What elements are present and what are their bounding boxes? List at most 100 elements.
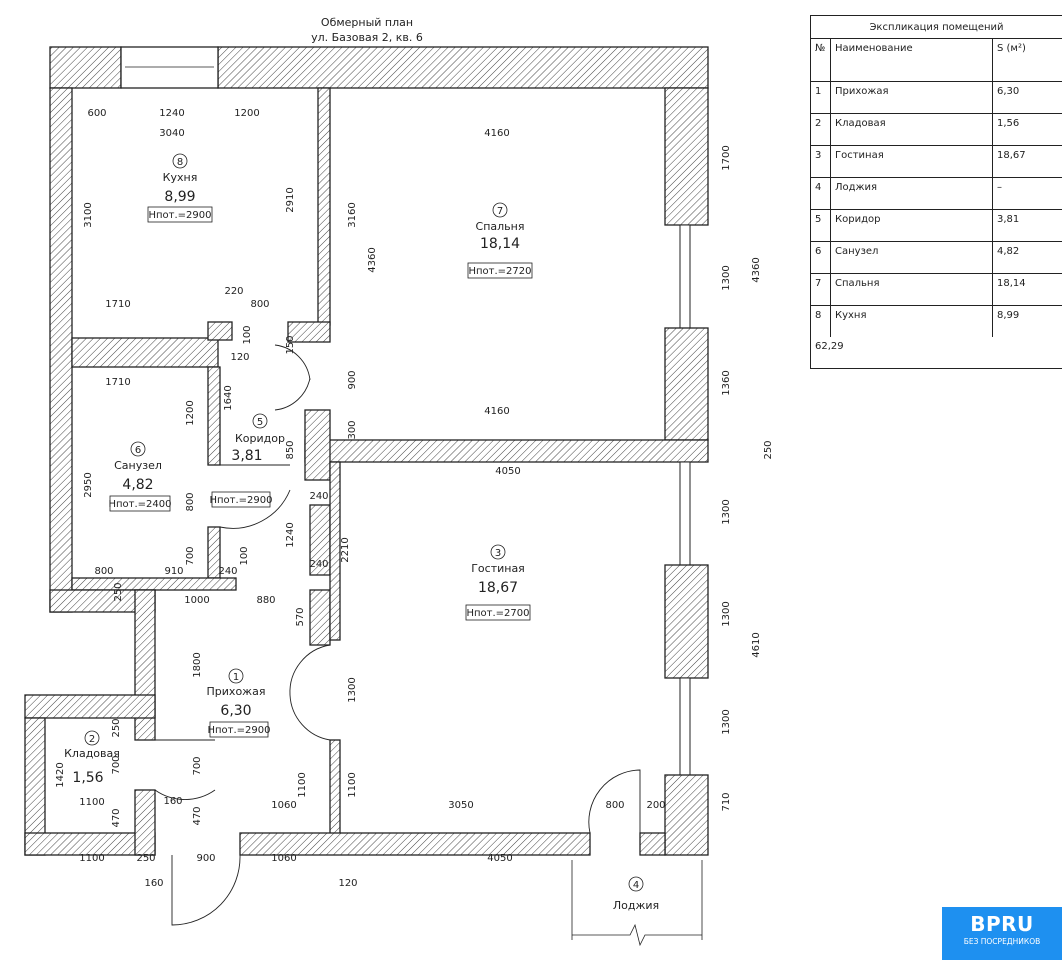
room-area: 1,56	[72, 770, 103, 786]
room-height: Hпот.=2900	[209, 495, 272, 506]
dimension-label: 250	[111, 718, 122, 737]
room-area: 3,81	[231, 448, 262, 464]
room-bedroom: 7 Спальня 18,14 Hпот.=2720	[467, 202, 533, 279]
dimension-label: 220	[224, 286, 243, 297]
dimension-label: 910	[164, 566, 183, 577]
dimension-label: 1300	[721, 499, 732, 524]
dimension-label: 700	[192, 756, 203, 775]
cell-num: 4	[811, 178, 831, 209]
dimension-label: 240	[309, 559, 328, 570]
room-number: 7	[497, 206, 503, 217]
room-name: Лоджия	[613, 899, 659, 912]
dimension-label: 1800	[192, 652, 203, 677]
dimension-label: 1240	[159, 108, 184, 119]
dimension-label: 1200	[185, 400, 196, 425]
room-number: 3	[495, 548, 501, 559]
dimension-label: 250	[136, 853, 155, 864]
room-storage: 2 Кладовая 1,56	[64, 730, 120, 786]
header-num: №	[811, 39, 831, 81]
dimension-label: 240	[309, 491, 328, 502]
room-area: 6,30	[220, 703, 251, 719]
room-area: 18,67	[478, 580, 518, 596]
doors	[154, 344, 703, 947]
dimension-label: 800	[250, 299, 269, 310]
dimension-label: 1420	[55, 762, 66, 787]
room-kitchen: 8 Кухня 8,99 Hпот.=2900	[147, 153, 213, 223]
cell-area: 18,67	[997, 150, 1026, 161]
cell-name: Спальня	[831, 274, 993, 305]
dimension-label: 600	[87, 108, 106, 119]
room-name: Гостиная	[471, 562, 525, 575]
cell-num: 1	[811, 82, 831, 113]
cell-num: 8	[811, 306, 831, 337]
dimension-label: 1060	[271, 853, 296, 864]
dimension-label: 1700	[721, 145, 732, 170]
dimension-label: 250	[113, 582, 124, 601]
dimension-label: 1360	[721, 370, 732, 395]
dimension-label: 4050	[495, 466, 520, 477]
cell-name: Кладовая	[831, 114, 993, 145]
room-name: Кухня	[163, 171, 198, 184]
room-area: 4,82	[122, 477, 153, 493]
cell-area: 4,82	[997, 246, 1020, 257]
dimension-label: 800	[605, 800, 624, 811]
dimension-label: 3160	[347, 202, 358, 227]
table-title: Экспликация помещений	[811, 16, 1062, 39]
dimension-label: 2950	[83, 472, 94, 497]
cell-area: 6,30	[997, 86, 1020, 97]
cell-num: 5	[811, 210, 831, 241]
room-area: 8,99	[164, 189, 195, 205]
dimension-label: 1300	[347, 677, 358, 702]
room-number: 5	[257, 417, 263, 428]
cell-area: 3,81	[997, 214, 1020, 225]
explication-table: Экспликация помещений № Наименование S (…	[810, 15, 1062, 369]
dimension-label: 700	[111, 755, 122, 774]
dimension-label: 470	[111, 808, 122, 827]
bpru-logo: BPRU БЕЗ ПОСРЕДНИКОВ	[942, 907, 1062, 960]
room-hallway: 1 Прихожая 6,30 Hпот.=2900	[207, 668, 271, 738]
room-number: 2	[89, 734, 95, 745]
cell-num: 7	[811, 274, 831, 305]
dimension-label: 120	[230, 352, 249, 363]
dimension-label: 1200	[234, 108, 259, 119]
plan-title: Обмерный план	[321, 16, 413, 29]
room-name: Кладовая	[64, 747, 120, 760]
room-number: 1	[233, 672, 239, 683]
dimension-label: 100	[239, 546, 250, 565]
cell-name: Прихожая	[831, 82, 993, 113]
dimension-label: 880	[256, 595, 275, 606]
dimension-label: 1300	[721, 709, 732, 734]
dimension-label: 100	[242, 325, 253, 344]
dimension-label: 1100	[297, 772, 308, 797]
cell-name: Коридор	[831, 210, 993, 241]
room-height: Hпот.=2400	[108, 499, 171, 510]
dimension-label: 700	[185, 546, 196, 565]
cell-area: 1,56	[997, 118, 1020, 129]
table-total: 62,29	[815, 341, 844, 352]
dimension-label: 470	[192, 806, 203, 825]
logo-tagline: БЕЗ ПОСРЕДНИКОВ	[963, 937, 1041, 946]
dimension-label: 3100	[83, 202, 94, 227]
room-bathroom: 6 Санузел 4,82 Hпот.=2400	[108, 441, 172, 512]
dimension-label: 300	[347, 420, 358, 439]
dimension-label: 2910	[285, 187, 296, 212]
room-height: Hпот.=2720	[468, 266, 531, 277]
room-height: Hпот.=2700	[466, 608, 529, 619]
room-name: Спальня	[476, 220, 525, 233]
dimension-label: 1100	[79, 797, 104, 808]
dimension-label: 1710	[105, 377, 130, 388]
room-number: 6	[135, 445, 141, 456]
room-corridor: 5 Коридор 3,81 Hпот.=2900	[209, 413, 285, 508]
dimension-label: 4360	[751, 257, 762, 282]
cell-name: Лоджия	[831, 178, 993, 209]
cell-name: Гостиная	[831, 146, 993, 177]
walls	[24, 46, 709, 856]
dimension-label: 710	[721, 792, 732, 811]
cell-area: 8,99	[997, 310, 1020, 321]
dimension-label: 4160	[484, 128, 509, 139]
